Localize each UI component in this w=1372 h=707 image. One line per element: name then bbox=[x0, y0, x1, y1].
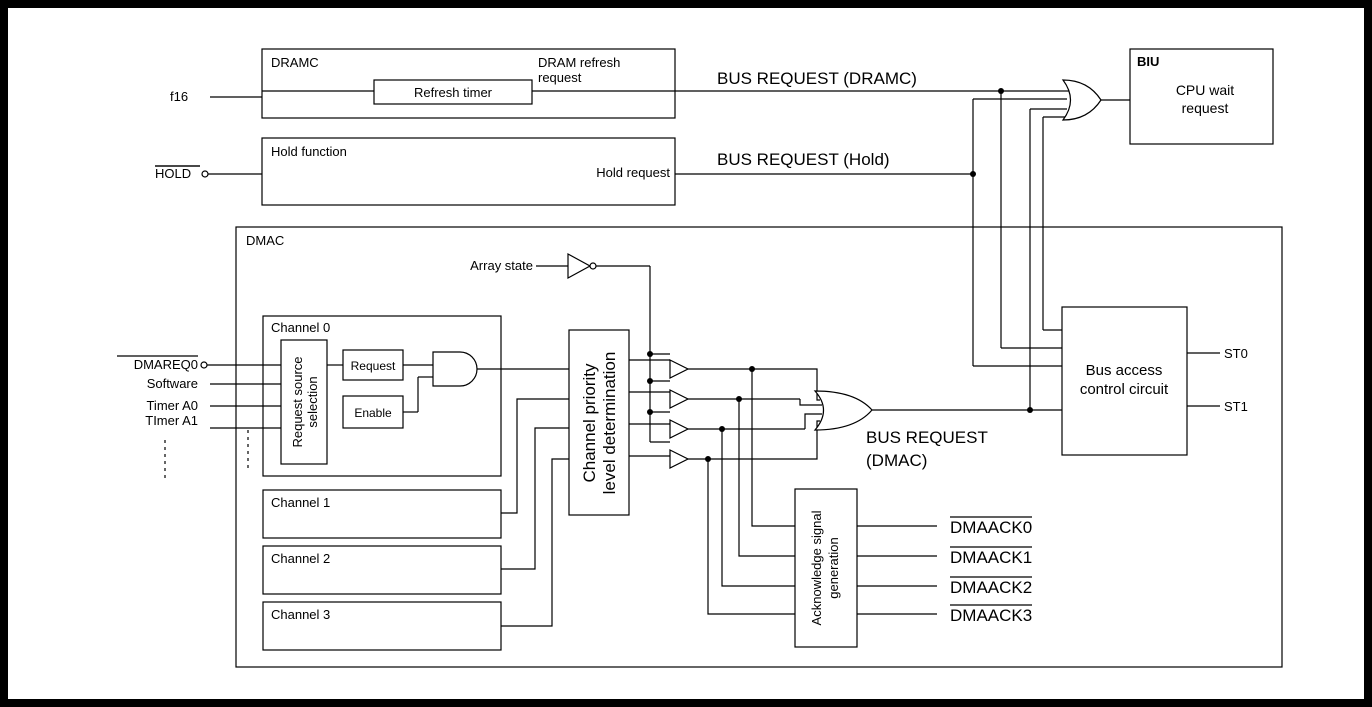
request-source-selection-box bbox=[280, 339, 328, 465]
buffer-ch2 bbox=[669, 419, 690, 439]
hold-request-label: Hold request bbox=[596, 165, 670, 180]
channel-2-block: Channel 2 bbox=[262, 545, 502, 595]
biu-line1: CPU wait bbox=[1176, 82, 1234, 98]
bus-request-dramc-label: BUS REQUEST (DRAMC) bbox=[717, 69, 917, 88]
array-state-inverter bbox=[567, 252, 592, 280]
array-state-label: Array state bbox=[470, 258, 533, 273]
acknowledge-block: Acknowledge signal generation bbox=[794, 488, 858, 648]
priority-line2: level determination bbox=[600, 352, 619, 495]
priority-line1: Channel priority bbox=[580, 363, 599, 483]
dmaack3-label: DMAACK3 bbox=[950, 606, 1032, 625]
biu-line2: request bbox=[1182, 100, 1229, 116]
hold-input-label: HOLD bbox=[155, 166, 191, 181]
dramc-block: DRAMC Refresh timer DRAM refresh request bbox=[261, 48, 676, 119]
dmac-block bbox=[235, 226, 1283, 668]
ack-line2: generation bbox=[826, 537, 841, 598]
buffer-ch3 bbox=[669, 449, 690, 469]
st1-label: ST1 bbox=[1224, 399, 1248, 414]
hold-function-title: Hold function bbox=[271, 144, 347, 159]
enable-label: Enable bbox=[354, 406, 392, 420]
biu-or-gate bbox=[1061, 79, 1102, 121]
request-label: Request bbox=[351, 359, 396, 373]
ack-line1: Acknowledge signal bbox=[809, 510, 824, 625]
dramc-title: DRAMC bbox=[271, 55, 319, 70]
input-dmareq0: DMAREQ0 bbox=[134, 357, 198, 372]
bus-request-hold-label: BUS REQUEST (Hold) bbox=[717, 150, 890, 169]
input-timer-a1: TImer A1 bbox=[145, 413, 198, 428]
dmaack0-label: DMAACK0 bbox=[950, 518, 1032, 537]
request-source-line2: selection bbox=[305, 376, 320, 427]
channel-0-block: Channel 0 Request source selection Reque… bbox=[262, 315, 502, 477]
dram-refresh-request-line2: request bbox=[538, 70, 582, 85]
f16-input-label: f16 bbox=[170, 89, 188, 104]
channel-1-block: Channel 1 bbox=[262, 489, 502, 539]
channel-3-block: Channel 3 bbox=[262, 601, 502, 651]
dmac-or-gate bbox=[813, 390, 873, 431]
channel-0-title: Channel 0 bbox=[271, 320, 330, 335]
refresh-timer-label: Refresh timer bbox=[414, 85, 493, 100]
bus-access-line2: control circuit bbox=[1080, 381, 1169, 398]
dmaack2-label: DMAACK2 bbox=[950, 578, 1032, 597]
bus-request-dmac-line1: BUS REQUEST bbox=[866, 428, 988, 447]
channel-2-title: Channel 2 bbox=[271, 551, 330, 566]
channel-3-title: Channel 3 bbox=[271, 607, 330, 622]
enable-box bbox=[342, 395, 404, 429]
refresh-timer-box bbox=[373, 79, 533, 105]
dmaack1-label: DMAACK1 bbox=[950, 548, 1032, 567]
hold-block: Hold function Hold request bbox=[261, 137, 676, 206]
bus-access-line1: Bus access bbox=[1086, 362, 1163, 379]
dram-refresh-request-line1: DRAM refresh bbox=[538, 55, 620, 70]
biu-block: BIU CPU wait request bbox=[1129, 48, 1274, 145]
buffer-ch0 bbox=[669, 359, 690, 379]
channel-0-and-gate bbox=[432, 351, 478, 387]
request-box bbox=[342, 349, 404, 381]
buffer-ch1 bbox=[669, 389, 690, 409]
input-software: Software bbox=[147, 376, 198, 391]
bus-access-control-block: Bus access control circuit bbox=[1061, 306, 1188, 456]
biu-title: BIU bbox=[1137, 54, 1159, 69]
bus-request-dmac-line2: (DMAC) bbox=[866, 451, 927, 470]
st0-label: ST0 bbox=[1224, 346, 1248, 361]
request-source-line1: Request source bbox=[290, 356, 305, 447]
channel-priority-block: Channel priority level determination bbox=[568, 329, 630, 516]
input-timer-a0: Timer A0 bbox=[146, 398, 198, 413]
channel-1-title: Channel 1 bbox=[271, 495, 330, 510]
dmac-title: DMAC bbox=[246, 233, 284, 248]
